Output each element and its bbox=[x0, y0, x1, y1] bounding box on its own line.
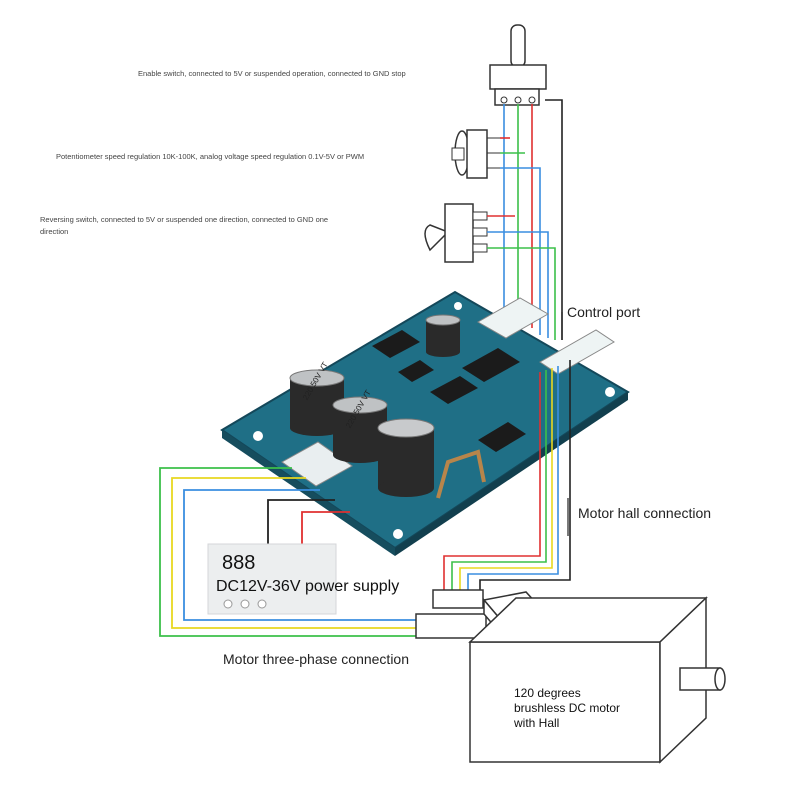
reversing-switch-icon bbox=[424, 203, 488, 263]
enable-switch-icon bbox=[489, 24, 547, 106]
motor-description: 120 degrees brushless DC motor with Hall bbox=[514, 686, 654, 731]
hall-wires bbox=[443, 360, 571, 592]
motor-hall-label: Motor hall connection bbox=[578, 505, 712, 521]
power-supply bbox=[207, 543, 337, 615]
capacitor-icon bbox=[425, 314, 461, 357]
label-leaders bbox=[561, 312, 569, 536]
motor-icon bbox=[415, 589, 726, 764]
motor-three-phase-label: Motor three-phase connection bbox=[223, 651, 409, 667]
potentiometer-note: Potentiometer speed regulation 10K-100K,… bbox=[56, 152, 365, 161]
power-supply-label: DC12V-36V power supply bbox=[216, 578, 400, 595]
enable-switch-note: Enable switch, connected to 5V or suspen… bbox=[138, 69, 406, 78]
reversing-switch-note-line2: direction bbox=[40, 227, 69, 236]
motor-line1: 120 degrees bbox=[514, 686, 581, 700]
control-port-label: Control port bbox=[567, 304, 641, 320]
potentiometer-icon bbox=[451, 129, 500, 179]
motor-line2: brushless DC motor bbox=[514, 701, 621, 715]
power-supply-display: 888 bbox=[222, 552, 256, 574]
power-wires bbox=[267, 499, 350, 544]
control-wires bbox=[487, 99, 563, 340]
phase-wires bbox=[159, 467, 416, 637]
capacitor-icon bbox=[377, 418, 435, 497]
reversing-switch-note-line1: Reversing switch, connected to 5V or sus… bbox=[40, 215, 329, 224]
motor-line3: with Hall bbox=[514, 716, 560, 730]
